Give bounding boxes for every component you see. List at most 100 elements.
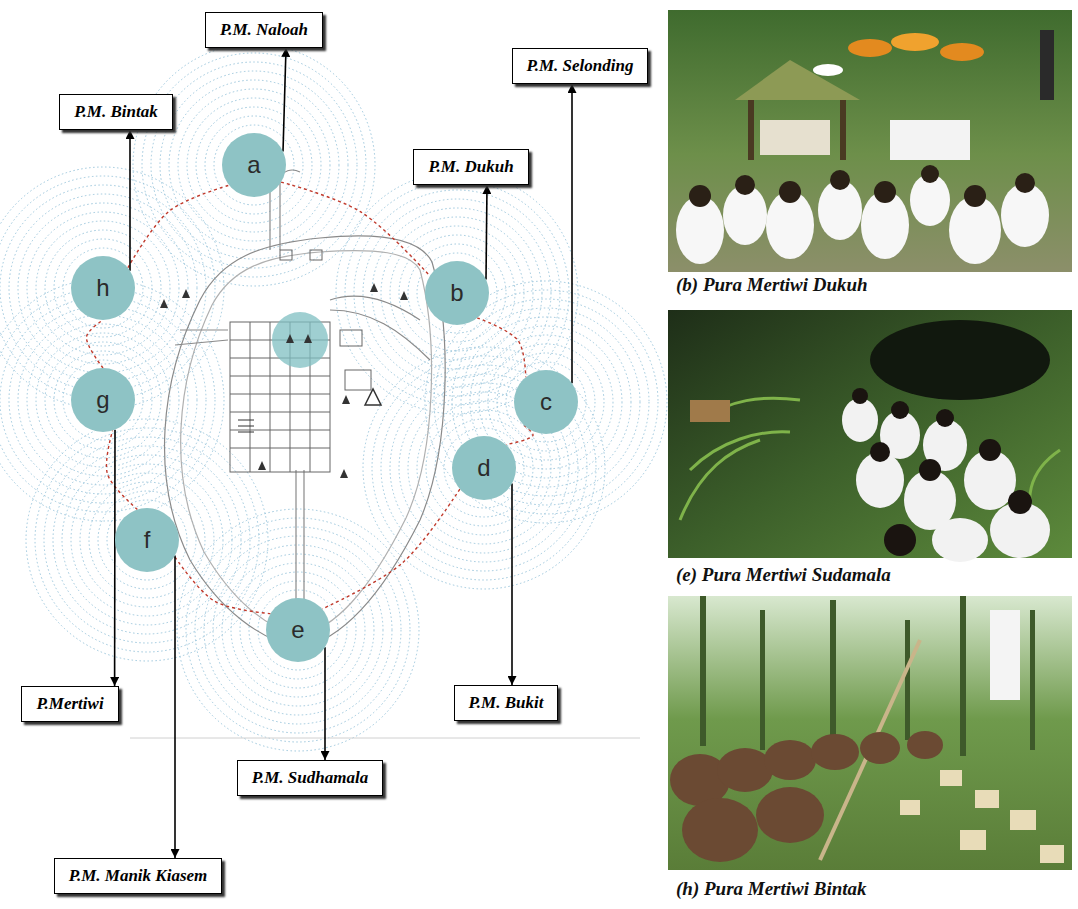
site-letter: f xyxy=(115,508,179,572)
influence-ring xyxy=(372,208,542,378)
influence-ring xyxy=(36,333,170,467)
influence-ring xyxy=(434,290,658,514)
temple-name: P.Mertiwi xyxy=(36,694,103,714)
influence-ring xyxy=(506,362,586,442)
temple-name: P.M. Dukuh xyxy=(428,157,513,177)
pointer-arrow xyxy=(324,647,326,760)
rule-line xyxy=(130,738,640,739)
pointer-arrow xyxy=(174,555,176,858)
temple-name: P.M. Naloah xyxy=(220,20,308,40)
temple-label-box: P.M. Naloah xyxy=(205,12,323,48)
village-centre xyxy=(272,312,328,368)
influence-ring xyxy=(178,89,330,241)
influence-ring xyxy=(142,53,366,277)
route-line xyxy=(281,182,430,276)
influence-ring xyxy=(169,80,339,250)
influence-ring xyxy=(497,353,595,451)
site-letter: e xyxy=(266,598,330,662)
site-letter: b xyxy=(425,261,489,325)
influence-ring xyxy=(222,554,374,706)
temple-label-box: P.M. Manik Kiasem xyxy=(54,858,223,894)
site-circle: d xyxy=(452,436,516,500)
influence-ring xyxy=(213,545,383,715)
photo-caption: (h) Pura Mertiwi Bintak xyxy=(676,878,867,900)
temple-label-box: P.M. Sudhamala xyxy=(237,760,383,796)
influence-ring xyxy=(195,527,401,733)
influence-ring xyxy=(390,226,524,360)
temple-name: P.M. Manik Kiasem xyxy=(69,866,208,886)
route-line xyxy=(477,318,526,377)
influence-ring xyxy=(9,194,197,382)
influence-ring xyxy=(27,324,179,476)
influence-ring xyxy=(0,185,206,391)
influence-ring xyxy=(62,455,232,625)
site-circle: e xyxy=(266,598,330,662)
temple-label-box: P.M. Bukit xyxy=(454,685,559,721)
influence-ring xyxy=(18,203,188,373)
site-letter: d xyxy=(452,436,516,500)
pointer-arrow xyxy=(129,130,131,271)
influence-ring xyxy=(133,44,375,286)
influence-ring xyxy=(408,244,506,342)
influence-ring xyxy=(186,518,410,742)
influence-ring xyxy=(9,306,197,494)
photo-caption: (e) Pura Mertiwi Sudamala xyxy=(676,564,891,586)
temple-label-box: P.M. Bintak xyxy=(59,94,172,130)
influence-ring xyxy=(231,563,365,697)
influence-ring xyxy=(187,98,321,232)
influence-ring xyxy=(345,181,569,405)
influence-ring xyxy=(196,107,312,223)
temple-name: P.M. Bukit xyxy=(469,693,544,713)
site-letter: c xyxy=(514,370,578,434)
site-letter: h xyxy=(71,256,135,320)
site-circle: f xyxy=(115,508,179,572)
pointer-arrow xyxy=(486,185,487,279)
site-circle: h xyxy=(71,256,135,320)
influence-rings xyxy=(0,44,667,751)
influence-ring xyxy=(426,410,542,526)
influence-ring xyxy=(381,217,533,369)
influence-ring xyxy=(45,342,161,458)
influence-ring xyxy=(363,347,605,589)
influence-ring xyxy=(435,419,533,517)
temple-name: P.M. Bintak xyxy=(74,102,157,122)
influence-ring xyxy=(63,360,143,440)
influence-ring xyxy=(45,230,161,346)
pointer-arrow xyxy=(511,483,513,685)
influence-ring xyxy=(63,248,143,328)
influence-ring xyxy=(18,315,188,485)
temple-name: P.M. Sudhamala xyxy=(252,768,368,788)
temple-label-box: P.Mertiwi xyxy=(21,686,118,722)
pointer-arrow xyxy=(114,430,116,686)
site-circle: b xyxy=(425,261,489,325)
influence-ring xyxy=(36,221,170,355)
site-letter: a xyxy=(222,133,286,197)
influence-ring xyxy=(258,590,338,670)
route-line xyxy=(106,431,137,510)
site-circle: c xyxy=(514,370,578,434)
village-map xyxy=(165,170,446,648)
temple-name: P.M. Selonding xyxy=(527,56,634,76)
temple-photo xyxy=(668,10,1072,272)
temple-photo xyxy=(668,596,1072,870)
influence-ring xyxy=(204,536,392,724)
route-line xyxy=(174,556,270,613)
influence-ring xyxy=(0,176,215,400)
photo-caption: (b) Pura Mertiwi Dukuh xyxy=(676,274,868,296)
temple-label-box: P.M. Selonding xyxy=(512,48,649,84)
influence-ring xyxy=(381,365,587,571)
influence-ring xyxy=(53,446,241,634)
shrine-symbols xyxy=(160,283,408,478)
influence-ring xyxy=(27,212,179,364)
influence-ring xyxy=(89,482,205,598)
pointer-arrow xyxy=(571,84,573,383)
influence-ring xyxy=(354,190,560,396)
pointer-arrow xyxy=(283,48,286,151)
influence-ring xyxy=(54,239,152,337)
site-circle: a xyxy=(222,133,286,197)
site-circle: g xyxy=(71,368,135,432)
route-line xyxy=(322,489,460,609)
influence-ring xyxy=(26,419,268,661)
influence-ring xyxy=(205,116,303,214)
